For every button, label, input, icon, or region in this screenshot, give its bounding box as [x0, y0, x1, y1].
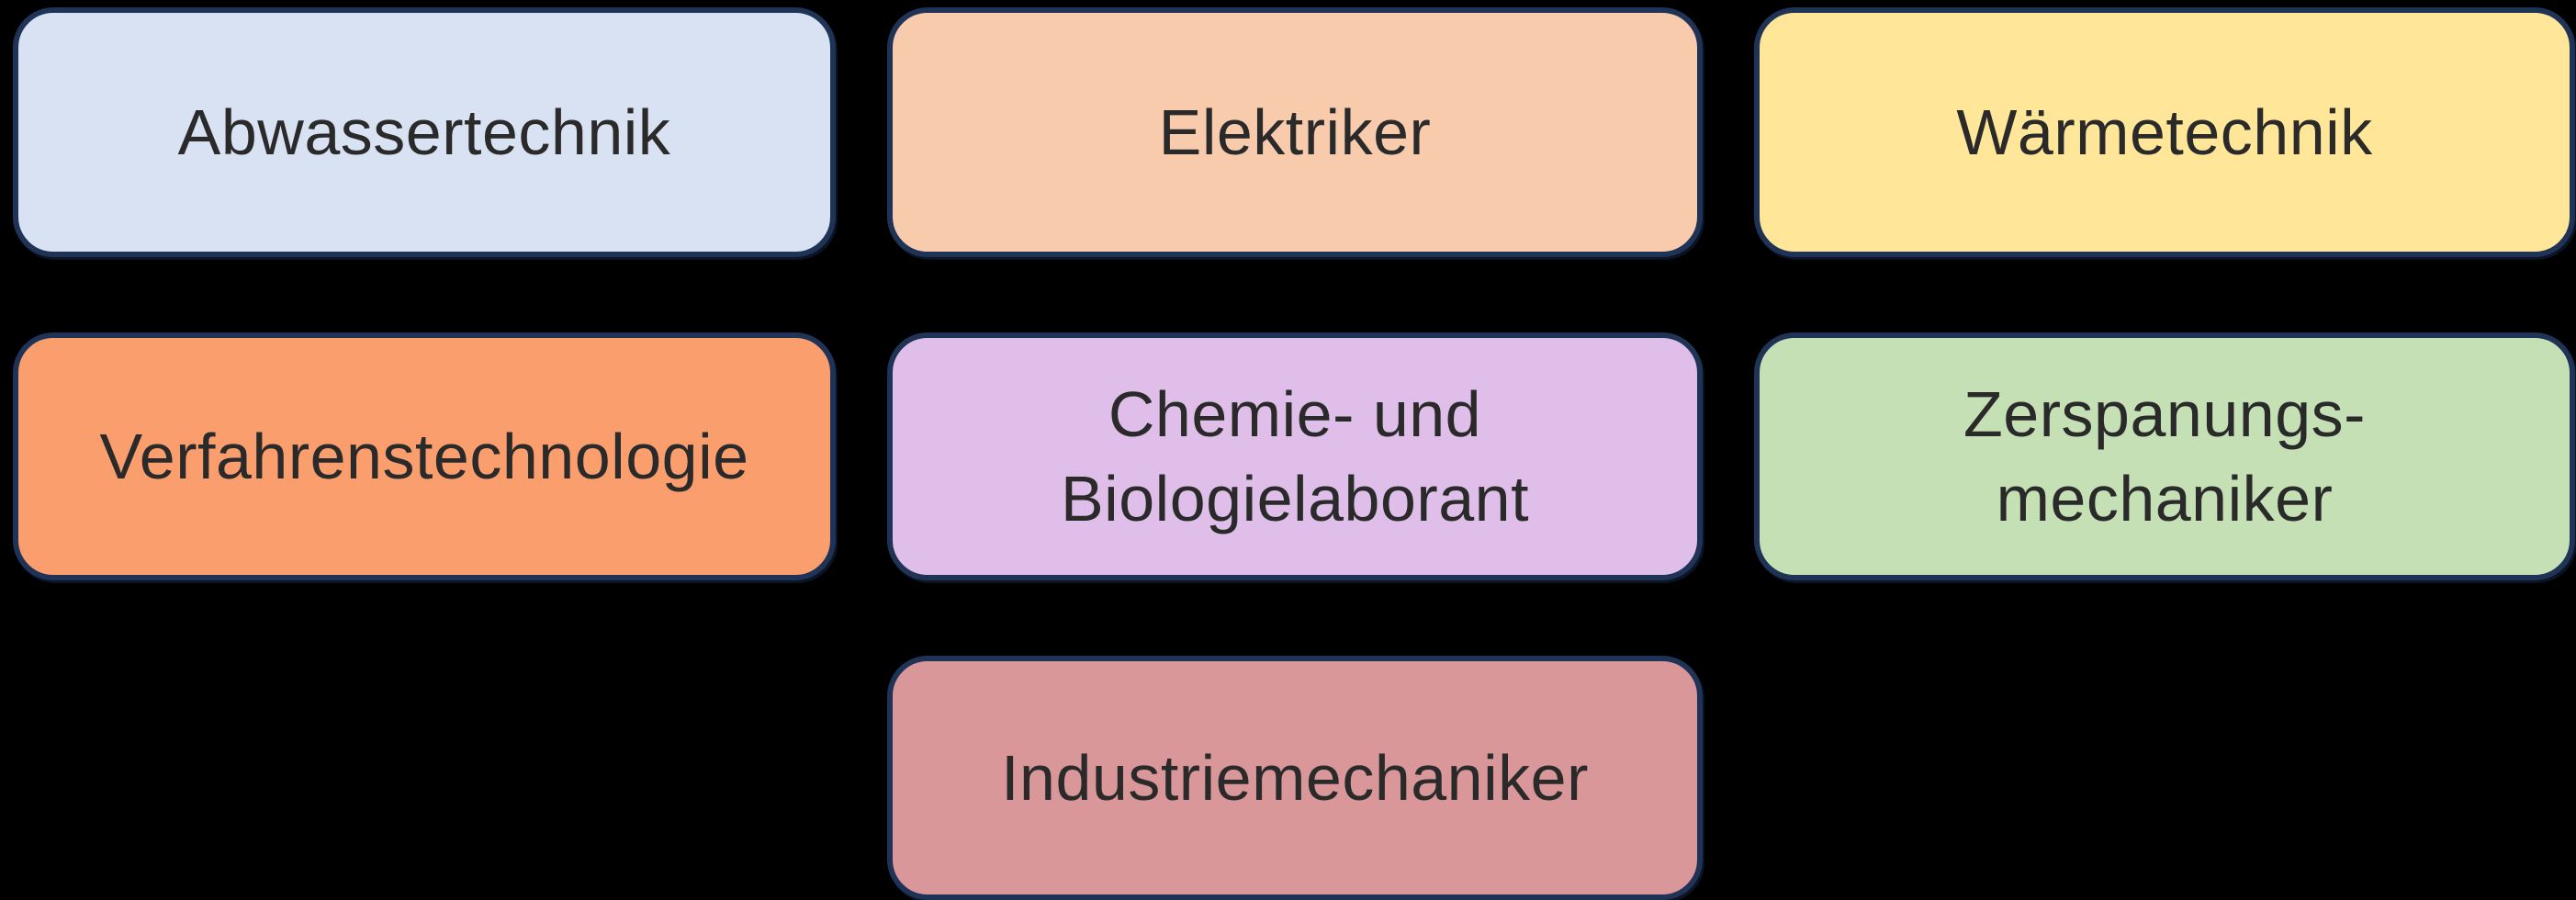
box-label-chemie-biologielaborant: Chemie- und Biologielaborant: [1060, 377, 1530, 534]
box-industriemechaniker: Industriemechaniker: [887, 656, 1703, 900]
box-chemie-biologielaborant: Chemie- und Biologielaborant: [887, 332, 1703, 580]
box-zerspanungsmechaniker: Zerspanungs- mechaniker: [1754, 332, 2575, 580]
boxes-grid: Abwassertechnik Elektriker Wärmetechnik …: [13, 7, 2575, 900]
box-elektriker: Elektriker: [887, 7, 1703, 257]
box-label-waermetechnik: Wärmetechnik: [1956, 96, 2373, 168]
box-label-industriemechaniker: Industriemechaniker: [1001, 741, 1589, 814]
box-abwassertechnik: Abwassertechnik: [13, 7, 836, 257]
box-waermetechnik: Wärmetechnik: [1754, 7, 2575, 257]
box-verfahrenstechnologie: Verfahrenstechnologie: [13, 332, 836, 580]
box-label-verfahrenstechnologie: Verfahrenstechnologie: [99, 420, 749, 492]
box-label-zerspanungsmechaniker: Zerspanungs- mechaniker: [1963, 377, 2366, 534]
box-label-abwassertechnik: Abwassertechnik: [177, 96, 671, 168]
box-label-elektriker: Elektriker: [1158, 96, 1432, 168]
